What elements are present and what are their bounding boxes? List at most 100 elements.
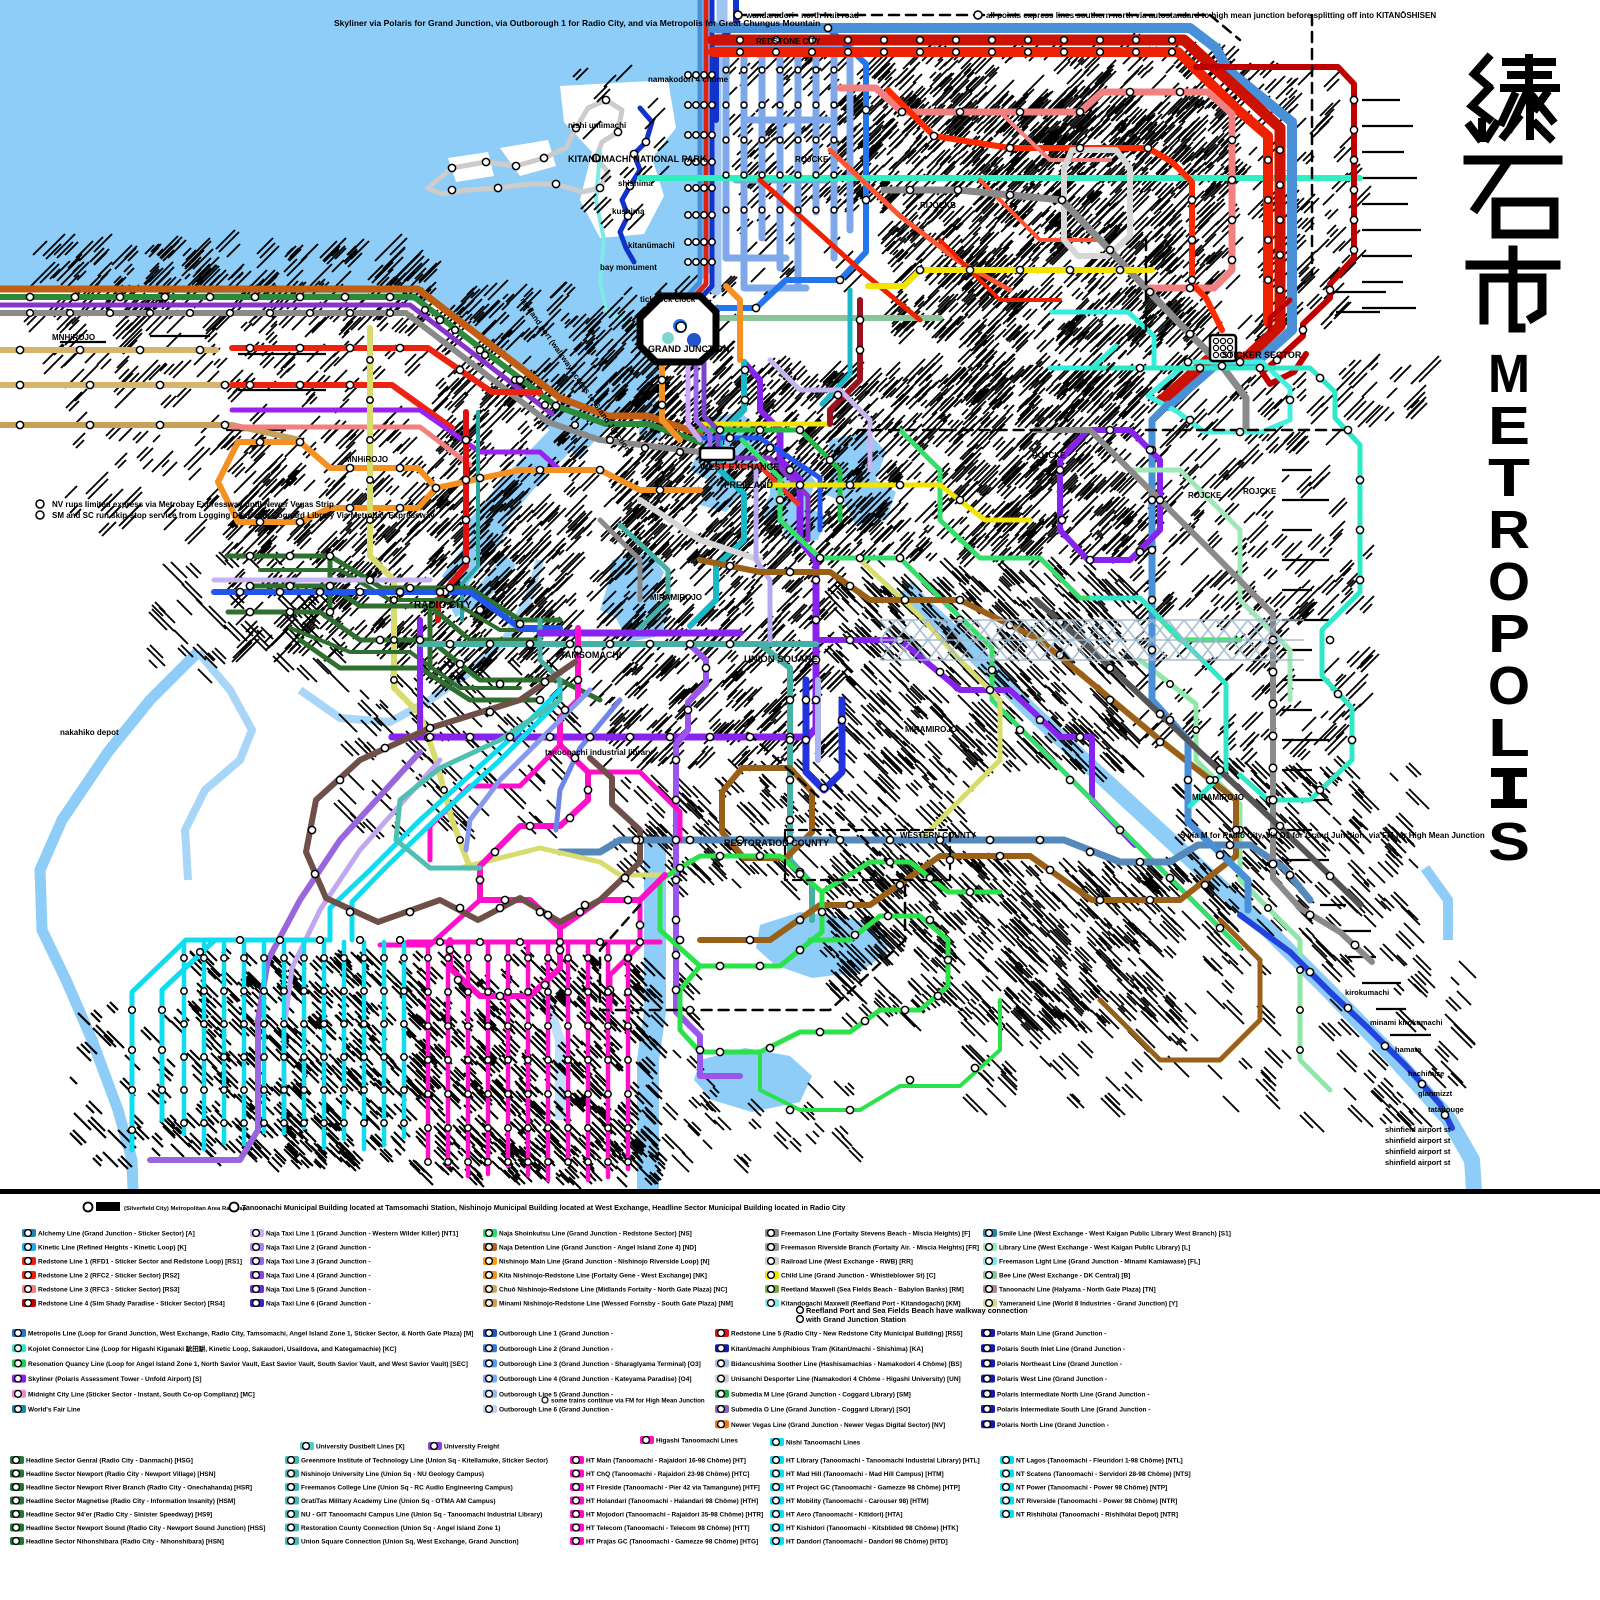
svg-text:MIRAMIROJO: MIRAMIROJO bbox=[905, 725, 957, 734]
svg-text:(Silverfield City) Metropolita: (Silverfield City) Metropolitan Area Rai… bbox=[124, 1206, 247, 1212]
svg-text:bay monument: bay monument bbox=[600, 263, 657, 272]
svg-text:ROJCKE: ROJCKE bbox=[1188, 491, 1222, 500]
svg-text:tick tock clock: tick tock clock bbox=[640, 295, 696, 304]
svg-text:Greenmore Institute of Technol: Greenmore Institute of Technology Line (… bbox=[301, 1458, 548, 1465]
svg-text:GRAND JUNCTION: GRAND JUNCTION bbox=[648, 344, 730, 354]
svg-text:MIRAMIROJO: MIRAMIROJO bbox=[1192, 793, 1244, 802]
svg-text:Skyliner via Polaris for Grand: Skyliner via Polaris for Grand Junction,… bbox=[334, 18, 820, 28]
svg-text:HT Mobility (Tanoomachi - Caro: HT Mobility (Tanoomachi - Carouser 98) [… bbox=[786, 1498, 929, 1505]
svg-text:Union Square Connection (Union: Union Square Connection (Union Sq, West … bbox=[301, 1539, 519, 1546]
svg-text:Kita Nishinojo-Redstone Line (: Kita Nishinojo-Redstone Line (Fortaity G… bbox=[499, 1273, 707, 1280]
svg-text:Higashi Tanoomachi Lines: Higashi Tanoomachi Lines bbox=[656, 1438, 738, 1445]
svg-text:NT Scatens (Tanoomachi - Servi: NT Scatens (Tanoomachi - Servidori 28-98… bbox=[1016, 1471, 1191, 1478]
svg-text:glanmizzt: glanmizzt bbox=[1418, 1089, 1453, 1098]
svg-text:S via M for Radio City, via O1: S via M for Radio City, via O1 for Grand… bbox=[1180, 831, 1485, 840]
svg-text:Outborough Line 4 (Grand Junct: Outborough Line 4 (Grand Junction - Kate… bbox=[499, 1376, 692, 1383]
svg-text:NT Power (Tanoomachi - Power 9: NT Power (Tanoomachi - Power 98 Chôme) [… bbox=[1016, 1485, 1167, 1492]
svg-text:hachimize: hachimize bbox=[1408, 1069, 1444, 1078]
svg-text:kirokumachi: kirokumachi bbox=[1345, 988, 1389, 997]
svg-text:Submedia O Line (Grand Junctio: Submedia O Line (Grand Junction - Coggar… bbox=[731, 1407, 910, 1414]
svg-text:KITANUMACHI NATIONAL PARK: KITANUMACHI NATIONAL PARK bbox=[568, 154, 707, 164]
svg-text:HT Fireside (Tanoomachi - Pier: HT Fireside (Tanoomachi - Pier 42 via Ta… bbox=[586, 1485, 760, 1492]
svg-text:nakahiko depot: nakahiko depot bbox=[60, 728, 119, 737]
svg-text:Midnight City Line (Sticker Se: Midnight City Line (Sticker Sector - Ins… bbox=[28, 1391, 255, 1398]
svg-text:REDSTONE CITY: REDSTONE CITY bbox=[756, 37, 821, 46]
svg-text:Freemanos College Line (Union: Freemanos College Line (Union Sq - RC Au… bbox=[301, 1485, 513, 1492]
svg-text:Child Line (Grand Junction - W: Child Line (Grand Junction - Whistleblow… bbox=[781, 1273, 936, 1280]
svg-text:Polaris Intermediate South Lin: Polaris Intermediate South Line (Grand J… bbox=[997, 1407, 1151, 1414]
svg-text:HT ChQ (Tanoomachi - Rajaidori: HT ChQ (Tanoomachi - Rajaidori 23-98 Chô… bbox=[586, 1471, 749, 1478]
svg-text:Polaris Main Line (Grand Junct: Polaris Main Line (Grand Junction - bbox=[997, 1331, 1106, 1338]
svg-text:STICKER SECTOR: STICKER SECTOR bbox=[1222, 350, 1302, 360]
svg-text:Headline Sector Nihonshibara (: Headline Sector Nihonshibara (Radio City… bbox=[26, 1539, 224, 1546]
svg-text:Polaris West Line (Grand Junct: Polaris West Line (Grand Junction - bbox=[997, 1376, 1107, 1383]
svg-text:Outborough Line 3 (Grand Junct: Outborough Line 3 (Grand Junction - Shar… bbox=[499, 1361, 701, 1368]
svg-text:Nishinojo Main Line (Grand Jun: Nishinojo Main Line (Grand Junction - Ni… bbox=[499, 1259, 710, 1266]
svg-text:Newer Vegas Line (Grand Juncti: Newer Vegas Line (Grand Junction - Newer… bbox=[731, 1422, 945, 1429]
svg-text:MNHiROJO: MNHiROJO bbox=[345, 455, 388, 464]
svg-text:NT Riverside (Tanoomachi - Pow: NT Riverside (Tanoomachi - Power 98 Chôm… bbox=[1016, 1498, 1177, 1505]
svg-text:kushima: kushima bbox=[612, 207, 645, 216]
svg-text:HT Library (Tanoomachi - Tanoo: HT Library (Tanoomachi - Tanoomachi Indu… bbox=[786, 1458, 980, 1465]
svg-text:Polaris South Inlet Line (Gran: Polaris South Inlet Line (Grand Junction… bbox=[997, 1346, 1125, 1353]
svg-text:Polaris Northeast Line (Grand: Polaris Northeast Line (Grand Junction - bbox=[997, 1361, 1122, 1368]
svg-text:Naja Taxi Line 1 (Grand Juncti: Naja Taxi Line 1 (Grand Junction - Weste… bbox=[266, 1231, 458, 1238]
svg-text:hamata: hamata bbox=[1395, 1045, 1422, 1054]
svg-text:HT Kishidori (Tanoomachi - Kit: HT Kishidori (Tanoomachi - Kitsblided 98… bbox=[786, 1525, 958, 1532]
svg-text:with Grand Junction Station: with Grand Junction Station bbox=[805, 1315, 906, 1324]
svg-text:Redstone Line 5 (Radio City -: Redstone Line 5 (Radio City - New Redsto… bbox=[731, 1331, 963, 1338]
svg-text:Bidancushima Soother Line (Has: Bidancushima Soother Line (Hashisamachia… bbox=[731, 1361, 962, 1368]
svg-text:Freemason Light Line (Grand Ju: Freemason Light Line (Grand Junction - M… bbox=[999, 1259, 1200, 1266]
svg-text:Kitandogachi Maxwell (Reefland: Kitandogachi Maxwell (Reefland Port - Ki… bbox=[781, 1301, 960, 1308]
svg-text:kitanümachi: kitanümachi bbox=[628, 241, 675, 250]
svg-text:Skyliner (Polaris Assessment T: Skyliner (Polaris Assessment Tower - Unf… bbox=[28, 1376, 202, 1383]
svg-text:NU - GIT Tanoomachi Campus Lin: NU - GIT Tanoomachi Campus Line (Union S… bbox=[301, 1512, 542, 1519]
svg-text:Freemason Line (Fortaity Steve: Freemason Line (Fortaity Stevens Beach -… bbox=[781, 1231, 970, 1238]
svg-text:MNHiROJO: MNHiROJO bbox=[52, 333, 95, 342]
svg-text:ROJCKE: ROJCKE bbox=[1032, 451, 1066, 460]
svg-text:P: P bbox=[1488, 604, 1530, 664]
svg-text:RADIO CITY: RADIO CITY bbox=[414, 600, 472, 611]
svg-text:shishima: shishima bbox=[618, 179, 653, 188]
svg-text:Smile Line (West Exchange - We: Smile Line (West Exchange - West Kaigan … bbox=[999, 1231, 1231, 1238]
svg-text:SM and SC run skip-stop servic: SM and SC run skip-stop service from Log… bbox=[52, 511, 435, 520]
svg-text:Naja Taxi Line 6 (Grand Juncti: Naja Taxi Line 6 (Grand Junction - bbox=[266, 1301, 371, 1308]
svg-text:World's Fair Line: World's Fair Line bbox=[28, 1407, 81, 1414]
svg-text:R: R bbox=[1488, 500, 1530, 560]
svg-text:wandarudori - north fruit road: wandarudori - north fruit road bbox=[745, 11, 859, 20]
svg-text:Freemason Riverside Branch (Fo: Freemason Riverside Branch (Fortaity Air… bbox=[781, 1245, 979, 1252]
svg-text:O: O bbox=[1488, 656, 1530, 716]
svg-text:Redstone Line 4 (Sim Shady Par: Redstone Line 4 (Sim Shady Paradise - St… bbox=[38, 1301, 225, 1308]
svg-text:Naja Shoinkutsu Line (Grand Ju: Naja Shoinkutsu Line (Grand Junction - R… bbox=[499, 1231, 692, 1238]
svg-text:Reetland Maxwell (Sea Fields B: Reetland Maxwell (Sea Fields Beach - Bab… bbox=[781, 1287, 964, 1294]
svg-text:M: M bbox=[1488, 344, 1530, 404]
svg-text:L: L bbox=[1488, 708, 1530, 768]
svg-text:namakodori 4 chôme: namakodori 4 chôme bbox=[648, 75, 729, 84]
svg-text:Alchemy Line (Grand Junction -: Alchemy Line (Grand Junction - Sticker S… bbox=[38, 1231, 195, 1238]
svg-text:shinfield airport st: shinfield airport st bbox=[1385, 1158, 1451, 1167]
svg-text:Nishi Tanoomachi Lines: Nishi Tanoomachi Lines bbox=[786, 1440, 861, 1447]
svg-text:Library Line (West Exchange -: Library Line (West Exchange - West Kaiga… bbox=[999, 1245, 1190, 1252]
svg-text:Railroad Line (West Exchange -: Railroad Line (West Exchange - RWB) [RR] bbox=[781, 1259, 913, 1266]
svg-text:Yameraneid Line (World 8 Indus: Yameraneid Line (World 8 Industries - Gr… bbox=[999, 1301, 1178, 1308]
svg-text:WESTERN COUNTY: WESTERN COUNTY bbox=[900, 831, 977, 840]
svg-text:HT Aero (Tanoomachi - Kitidori: HT Aero (Tanoomachi - Kitidori) [HTA] bbox=[786, 1512, 903, 1519]
svg-text:Metropolis Line (Loop for Gran: Metropolis Line (Loop for Grand Junction… bbox=[28, 1331, 473, 1338]
svg-text:Naja Taxi Line 5 (Grand Juncti: Naja Taxi Line 5 (Grand Junction - bbox=[266, 1287, 371, 1294]
svg-text:tataitouge: tataitouge bbox=[1428, 1105, 1464, 1114]
svg-text:Polaris Intermediate North Lin: Polaris Intermediate North Line (Grand J… bbox=[997, 1391, 1149, 1398]
svg-text:Redstone Line 3 (RFC3 - Sticke: Redstone Line 3 (RFC3 - Sticker Sector) … bbox=[38, 1287, 180, 1294]
svg-text:HT Dandori (Tanoomachi - Dando: HT Dandori (Tanoomachi - Dandori 98 Chôm… bbox=[786, 1539, 948, 1546]
svg-text:Tanoonachi Municipal Building: Tanoonachi Municipal Building located at… bbox=[242, 1203, 845, 1212]
svg-text:ROJCKE: ROJCKE bbox=[1243, 487, 1277, 496]
svg-text:minami kirokumachi: minami kirokumachi bbox=[1370, 1018, 1443, 1027]
svg-text:T: T bbox=[1488, 448, 1530, 508]
svg-text:shinfield airport st: shinfield airport st bbox=[1385, 1125, 1451, 1134]
svg-text:Submedia M Line (Grand Junctio: Submedia M Line (Grand Junction - Coggar… bbox=[731, 1391, 911, 1398]
svg-text:Redstone Line 2 (RFC2 - Sticke: Redstone Line 2 (RFC2 - Sticker Sector) … bbox=[38, 1273, 180, 1280]
svg-text:Reefland Port and Sea Fields B: Reefland Port and Sea Fields Beach have … bbox=[806, 1306, 1028, 1315]
svg-text:KitanUmachi Amphibious Tram (K: KitanUmachi Amphibious Tram (KitanUmachi… bbox=[731, 1346, 923, 1353]
svg-text:Bee Line (West Exchange - DK C: Bee Line (West Exchange - DK Central) [B… bbox=[999, 1273, 1130, 1280]
svg-text:HT Mad Hill (Tanoomachi - Mad: HT Mad Hill (Tanoomachi - Mad Hill Campu… bbox=[786, 1471, 944, 1478]
svg-text:UNION SQUARE: UNION SQUARE bbox=[744, 654, 818, 665]
